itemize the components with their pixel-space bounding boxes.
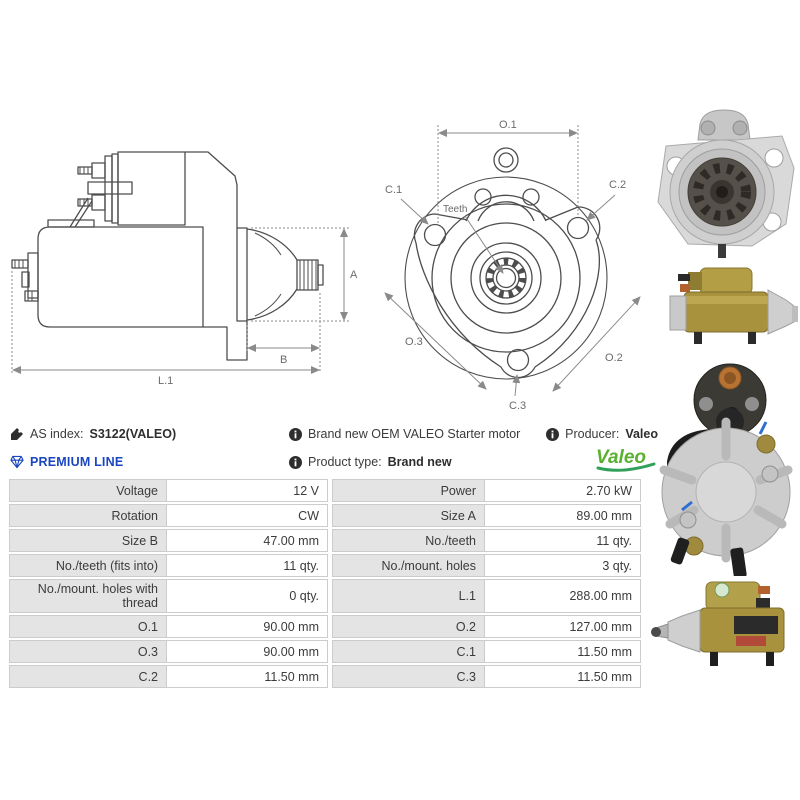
spec-label: O.3 xyxy=(9,640,167,663)
dim-c2-label: C.2 xyxy=(609,179,626,191)
tag-icon xyxy=(10,427,24,441)
dim-o2-label: O.2 xyxy=(605,352,623,364)
spec-value: 0 qty. xyxy=(167,579,328,613)
spec-value: 12 V xyxy=(167,479,328,502)
spec-value: 127.00 mm xyxy=(485,615,641,638)
starter-motor-side-view-2-photo xyxy=(651,581,785,666)
starter-motor-rear-view-photo xyxy=(659,363,793,576)
spec-value: 3 qty. xyxy=(485,554,641,577)
valeo-logo: Valeo xyxy=(596,447,656,472)
spec-value: 90.00 mm xyxy=(167,640,328,663)
spec-label: Power xyxy=(332,479,485,502)
diamond-icon xyxy=(10,455,24,469)
teeth-label: Teeth xyxy=(443,204,467,215)
info-icon xyxy=(288,427,302,441)
dim-l1-label: L.1 xyxy=(158,375,173,387)
info-icon xyxy=(545,427,559,441)
spec-value: 2.70 kW xyxy=(485,479,641,502)
spec-label: Rotation xyxy=(9,504,167,527)
spec-label: Size A xyxy=(332,504,485,527)
producer-label: Producer: xyxy=(565,427,620,441)
starter-motor-side-view-photo xyxy=(669,267,798,344)
brand-line: Brand new OEM VALEO Starter motor xyxy=(288,424,568,444)
producer-line: Producer: Valeo xyxy=(538,424,658,444)
premium-line-label: PREMIUM LINE xyxy=(30,455,124,469)
product-type-value: Brand new xyxy=(387,455,452,469)
spec-value: 47.00 mm xyxy=(167,529,328,552)
side-view-technical-drawing: A B L.1 xyxy=(11,151,358,387)
spec-label: C.3 xyxy=(332,665,485,688)
spec-label: C.2 xyxy=(9,665,167,688)
spec-value: CW xyxy=(167,504,328,527)
spec-label: No./mount. holes xyxy=(332,554,485,577)
spec-label: O.2 xyxy=(332,615,485,638)
producer-value: Valeo xyxy=(625,427,658,441)
spec-label: O.1 xyxy=(9,615,167,638)
spec-value: 288.00 mm xyxy=(485,579,641,613)
valeo-logo-line: Valeo xyxy=(538,447,658,472)
premium-line: PREMIUM LINE xyxy=(10,452,270,472)
spec-value: 11.50 mm xyxy=(485,665,641,688)
dim-c1-label: C.1 xyxy=(385,184,402,196)
product-type-line: Product type: Brand new xyxy=(288,452,568,472)
spec-label: L.1 xyxy=(332,579,485,613)
spec-value: 11.50 mm xyxy=(485,640,641,663)
info-icon xyxy=(288,455,302,469)
front-view-technical-drawing: O.1 C.1 C.2 Teeth O.3 O.2 C.3 xyxy=(384,119,641,412)
as-index-value: S3122(VALEO) xyxy=(89,427,177,441)
spec-value: 11 qty. xyxy=(485,529,641,552)
valeo-logo-text: Valeo xyxy=(596,447,646,468)
spec-value: 11.50 mm xyxy=(167,665,328,688)
product-type-label: Product type: xyxy=(308,455,382,469)
spec-value: 11 qty. xyxy=(167,554,328,577)
dim-o1-label: O.1 xyxy=(499,119,517,131)
dim-b-label: B xyxy=(280,354,287,366)
dim-a-label: A xyxy=(350,269,358,281)
spec-value: 89.00 mm xyxy=(485,504,641,527)
spec-label: Voltage xyxy=(9,479,167,502)
as-index-line: AS index: S3122(VALEO) xyxy=(10,424,270,444)
starter-motor-front-view-photo xyxy=(657,109,795,258)
as-index-label: AS index: xyxy=(30,427,84,441)
dim-c3-label: C.3 xyxy=(509,400,526,412)
spec-label: No./teeth (fits into) xyxy=(9,554,167,577)
brand-line-text: Brand new OEM VALEO Starter motor xyxy=(308,427,521,441)
dim-o3-label: O.3 xyxy=(405,336,423,348)
spec-label: No./teeth xyxy=(332,529,485,552)
spec-label: No./mount. holes with thread xyxy=(9,579,167,613)
spec-table: Voltage 12 V Power 2.70 kW Rotation CW S… xyxy=(9,479,647,688)
spec-value: 90.00 mm xyxy=(167,615,328,638)
spec-label: Size B xyxy=(9,529,167,552)
spec-label: C.1 xyxy=(332,640,485,663)
